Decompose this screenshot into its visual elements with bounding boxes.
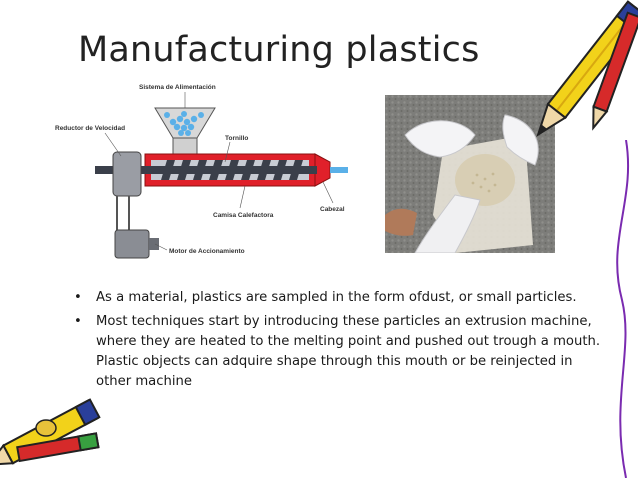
bullet-text: Most techniques start by introducing the…: [96, 314, 601, 389]
screw-flights: [161, 160, 303, 180]
extruder-head: [314, 153, 331, 187]
decorative-curl: [616, 140, 630, 478]
bullet-list: • As a material, plastics are sampled in…: [72, 288, 602, 396]
drive-motor: [114, 229, 150, 259]
bullet-item: • Most techniques start by introducing t…: [72, 312, 602, 392]
label-head: Cabezal: [320, 206, 345, 213]
hopper-neck: [172, 137, 198, 157]
extruder-diagram: Sistema de Alimentación Reductor de Velo…: [55, 84, 348, 259]
bullet-text: As a material, plastics are sampled in t…: [96, 290, 577, 305]
label-feed-system: Sistema de Alimentación: [139, 84, 216, 91]
gloved-hand-right: [502, 114, 539, 166]
bullet-item: • As a material, plastics are sampled in…: [72, 288, 602, 308]
slide-title: Manufacturing plastics: [78, 30, 480, 70]
label-speed-reducer: Reductor de Velocidad: [55, 125, 125, 132]
pencil-clipart-top: [536, 0, 638, 137]
speed-reducer: [112, 151, 142, 197]
bullet-marker: •: [74, 314, 82, 329]
nozzle: [330, 167, 348, 173]
screw-shaft: [95, 166, 317, 174]
label-screw: Tornillo: [225, 135, 248, 142]
gloved-hand-left: [404, 120, 476, 158]
label-drive-motor: Motor de Accionamiento: [169, 248, 245, 255]
pellets-icon: [164, 111, 204, 136]
pencil-clipart-bottom: [0, 398, 101, 466]
bullet-marker: •: [74, 290, 82, 305]
label-heating-jacket: Camisa Calefactora: [213, 212, 274, 219]
pellets-photo: [385, 95, 555, 253]
